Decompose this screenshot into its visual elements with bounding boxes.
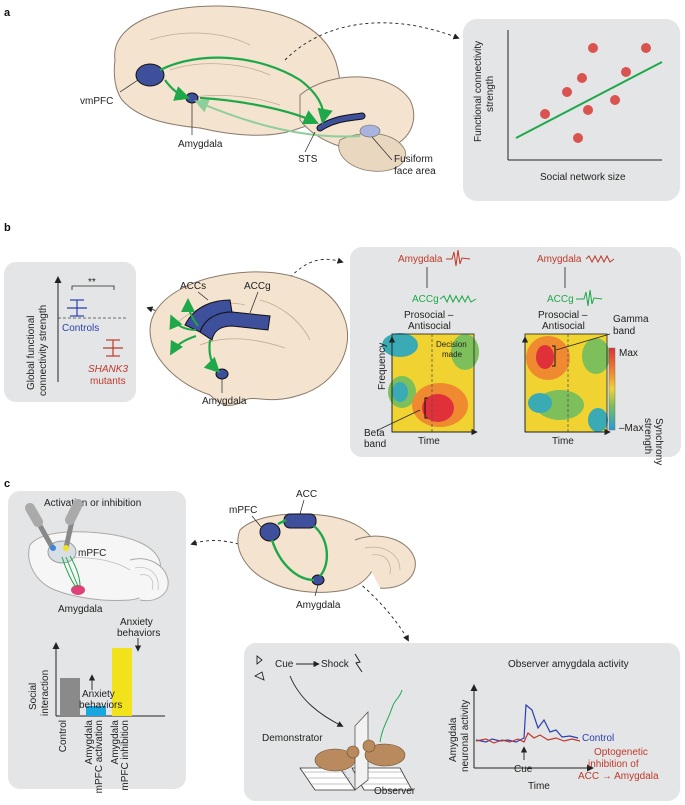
- label-sts: STS: [298, 154, 318, 165]
- bar-label-3-1: Amygdala: [110, 720, 121, 765]
- label-amygdala-b2: Amygdala: [537, 254, 582, 265]
- label-antisocial-2: Antisocial: [542, 321, 585, 332]
- vmpfc-region: [135, 63, 165, 87]
- label-controls: Controls: [62, 323, 99, 334]
- label-anx-top-2: behaviors: [117, 628, 160, 639]
- label-shock: Shock: [321, 659, 350, 670]
- significance: **: [88, 277, 96, 288]
- label-decision-2: made: [442, 350, 463, 359]
- legend-opto-1: Optogenetic: [594, 747, 648, 758]
- label-frequency: Frequency: [377, 343, 388, 390]
- brain-a: [113, 5, 415, 172]
- bar-label-2-1: Amygdala: [84, 720, 95, 765]
- bar-2: [86, 706, 106, 716]
- label-accg: ACCg: [244, 281, 271, 292]
- rodent-brain-c2: [237, 499, 416, 597]
- label-mpfc-c2: mPFC: [229, 505, 257, 516]
- label-time-c: Time: [528, 781, 550, 792]
- label-accg-b2: ACCg: [547, 294, 574, 305]
- label-amygdala-c1: Amygdala: [58, 604, 103, 615]
- accg-region: [199, 311, 271, 341]
- regression-line: [515, 61, 663, 139]
- label-gamma-2: band: [613, 326, 635, 337]
- label-shank3: SHANK3: [88, 364, 128, 375]
- trace-ylabel-2: neuronal activity: [460, 700, 471, 772]
- label-fusiform-1: Fusiform: [394, 154, 433, 165]
- fusiform-region: [359, 124, 381, 138]
- label-anx-mid-2: behaviors: [79, 700, 122, 711]
- label-decision-1: Decision: [436, 340, 467, 349]
- label-fusiform-2: face area: [394, 166, 436, 177]
- legend-control: Control: [582, 733, 614, 744]
- scatter-ylabel-1: Functional connectivity: [473, 41, 484, 142]
- bar-chart: [52, 638, 165, 717]
- label-amygdala-a: Amygdala: [178, 139, 223, 150]
- label-time-b2: Time: [552, 436, 574, 447]
- label-amygdala-b: Amygdala: [202, 396, 247, 407]
- activation-title: Activation or inhibition: [44, 498, 141, 509]
- observer-title: Observer amygdala activity: [508, 659, 629, 670]
- scatter-points: [540, 43, 651, 143]
- label-max: Max: [619, 348, 638, 359]
- bar-label-2-2: mPFC activation: [94, 720, 105, 793]
- mice-illustration: [299, 689, 413, 791]
- label-beta-1: Beta: [364, 428, 385, 439]
- conn-ylabel-1: Global functional: [26, 316, 37, 391]
- conn-ylabel-2: connectivity strength: [38, 305, 49, 396]
- label-time-b1: Time: [418, 436, 440, 447]
- label-synchrony-2: strength: [642, 418, 653, 454]
- label-observer: Observer: [374, 786, 416, 797]
- label-beta-2: band: [364, 439, 386, 450]
- label-synchrony-1: Synchrony: [653, 418, 664, 465]
- label-vmpfc: vmPFC: [80, 96, 113, 107]
- bar-3: [112, 648, 132, 716]
- bar-ylabel-1: Social: [28, 683, 39, 710]
- heatmap-1: [382, 333, 479, 433]
- label-anx-top-1: Anxiety: [120, 617, 153, 628]
- amygdala-region-a: [185, 92, 199, 104]
- amygdala-region-b: [215, 368, 229, 380]
- brain-b: [149, 271, 349, 406]
- label-anx-mid-1: Anxiety: [82, 689, 115, 700]
- opto-trace: [475, 732, 581, 744]
- label-cue-c2: Cue: [514, 764, 533, 775]
- label-mpfc-c1: mPFC: [78, 548, 106, 559]
- label-cue-c: Cue: [275, 659, 294, 670]
- panel-a-letter: a: [4, 7, 11, 19]
- label-antisocial-1: Antisocial: [408, 321, 451, 332]
- label-demonstrator: Demonstrator: [262, 733, 323, 744]
- shock-icon: [354, 653, 363, 673]
- control-trace: [475, 703, 579, 743]
- label-acc-c2: ACC: [296, 489, 317, 500]
- heatmap-2: [524, 333, 610, 433]
- label-amygdala-b1: Amygdala: [398, 254, 443, 265]
- cue-icon: [254, 655, 265, 681]
- label-amygdala-c2: Amygdala: [296, 600, 341, 611]
- label-neg-max: –Max: [619, 423, 643, 434]
- legend-opto-3: ACC → Amygdala: [578, 771, 659, 782]
- bar-ylabel-2: interaction: [40, 670, 51, 716]
- label-mutants: mutants: [90, 376, 126, 387]
- bar-1: [60, 678, 80, 716]
- panel-c-letter: c: [4, 478, 10, 490]
- color-scale: [608, 347, 616, 431]
- legend-opto-2: inhibition of: [588, 759, 639, 770]
- label-prosocial-1: Prosocial –: [404, 310, 454, 321]
- controls-errorbar: [67, 299, 87, 317]
- scatter-xlabel: Social network size: [540, 172, 626, 183]
- panel-b-letter: b: [4, 222, 11, 234]
- scatter-ylabel-2: strength: [485, 76, 496, 112]
- label-accs: ACCs: [180, 281, 206, 292]
- bar-label-1-1: Control: [58, 720, 69, 752]
- label-prosocial-2: Prosocial –: [538, 310, 588, 321]
- mutants-errorbar: [103, 339, 123, 357]
- connectivity-panel: [4, 262, 136, 402]
- trace-ylabel-1: Amygdala: [448, 717, 459, 762]
- label-gamma-1: Gamma: [613, 314, 649, 325]
- label-accg-b1: ACCg: [412, 294, 439, 305]
- rodent-brain-c1: [25, 499, 169, 602]
- bar-label-3-2: mPFC inhibition: [120, 720, 131, 791]
